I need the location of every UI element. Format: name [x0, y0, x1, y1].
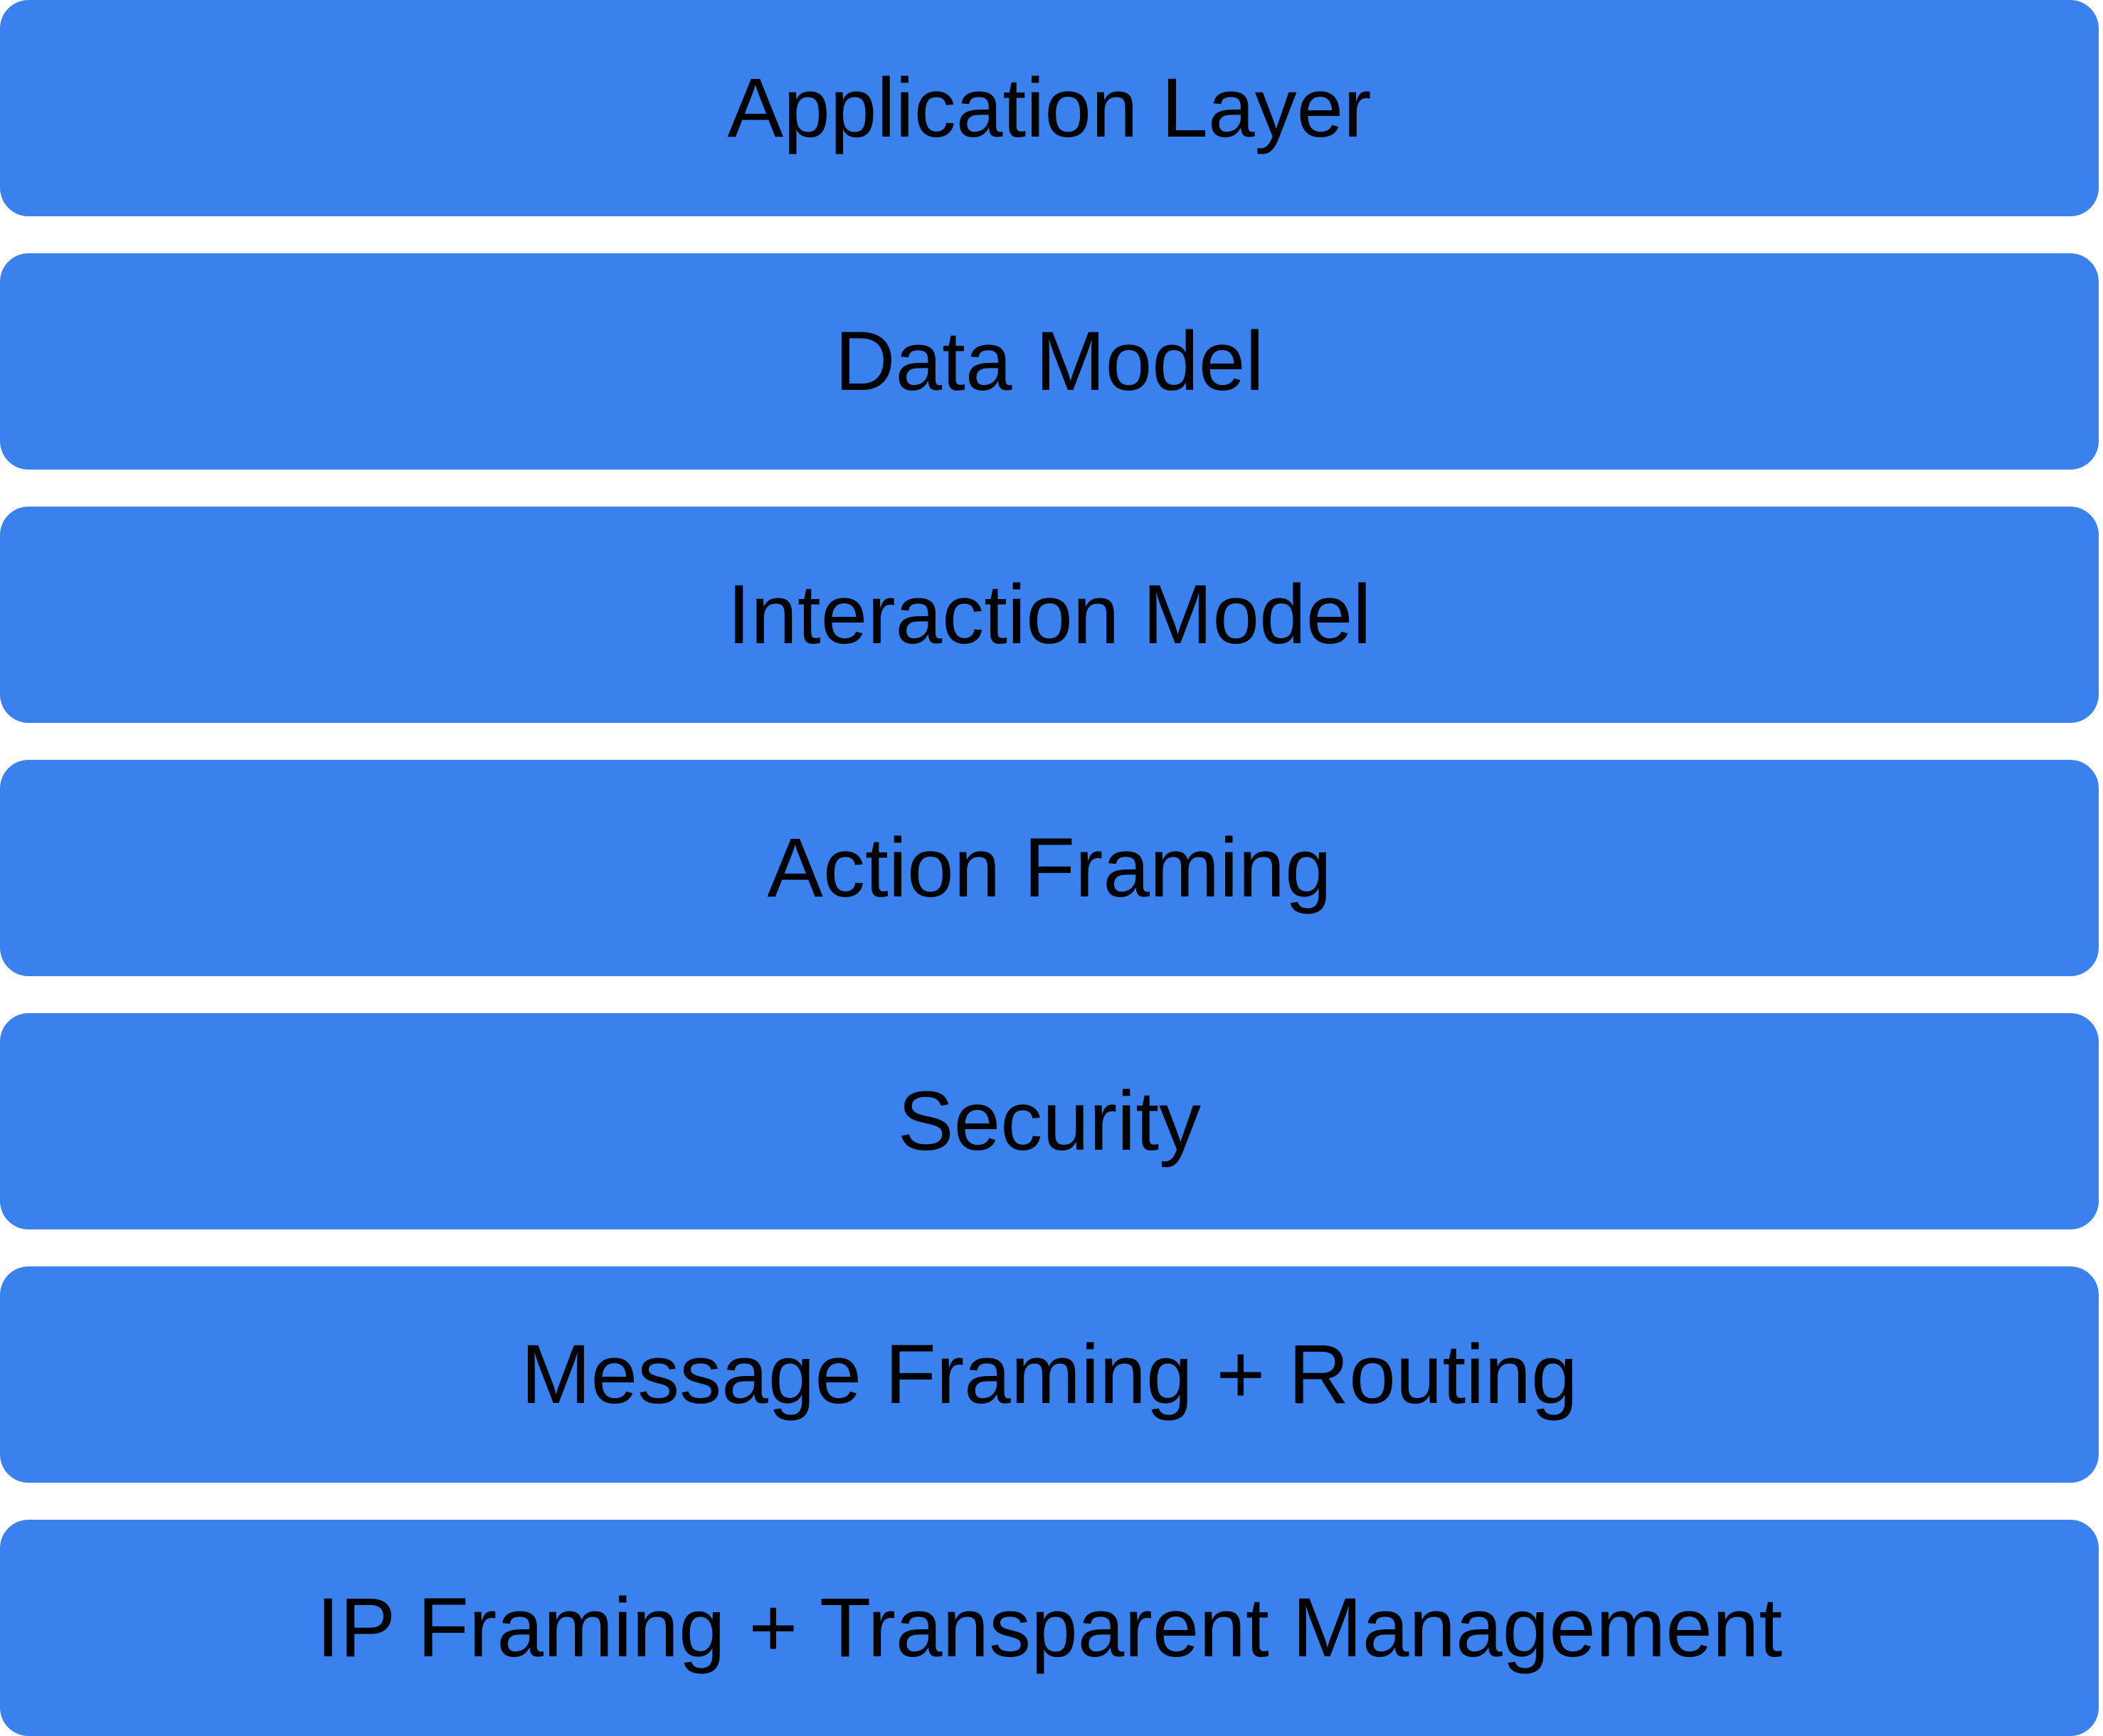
layer-application-layer: Application Layer — [0, 0, 2099, 216]
layer-action-framing: Action Framing — [0, 760, 2099, 976]
layer-label-message-framing-routing: Message Framing + Routing — [521, 1328, 1578, 1422]
layer-label-interaction-model: Interaction Model — [727, 568, 1372, 662]
layer-label-data-model: Data Model — [835, 314, 1264, 408]
layer-label-application-layer: Application Layer — [727, 61, 1372, 155]
layer-message-framing-routing: Message Framing + Routing — [0, 1266, 2099, 1483]
layer-security: Security — [0, 1013, 2099, 1229]
layer-label-security: Security — [897, 1074, 1202, 1168]
layer-interaction-model: Interaction Model — [0, 507, 2099, 723]
layer-label-action-framing: Action Framing — [767, 821, 1332, 915]
layer-data-model: Data Model — [0, 253, 2099, 470]
layer-label-ip-framing-transparent-management: IP Framing + Transparent Management — [316, 1581, 1783, 1675]
layer-ip-framing-transparent-management: IP Framing + Transparent Management — [0, 1520, 2099, 1736]
